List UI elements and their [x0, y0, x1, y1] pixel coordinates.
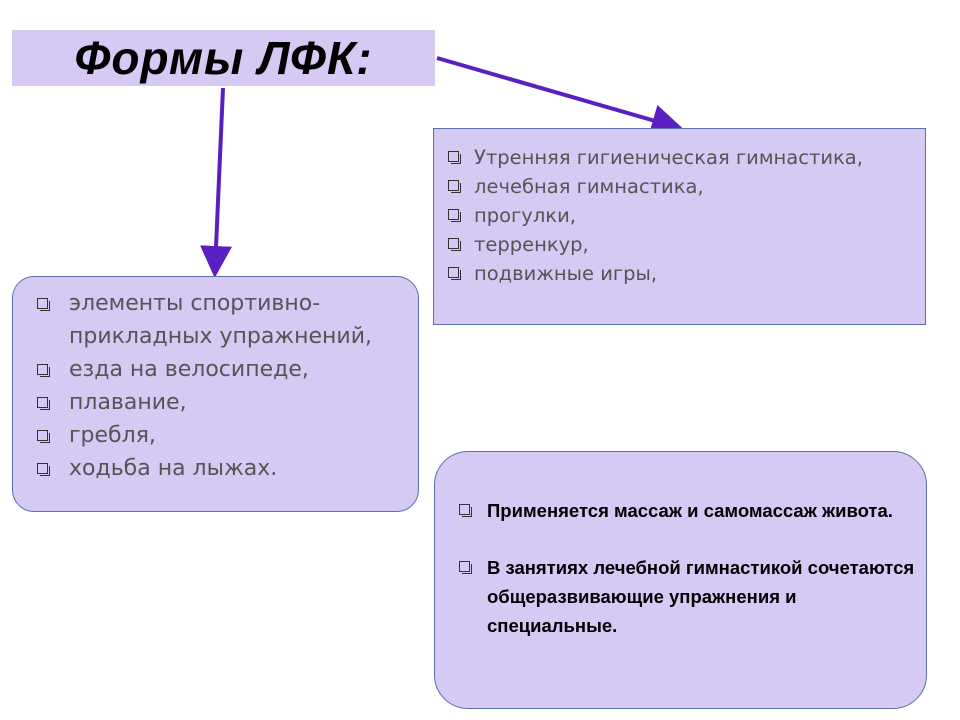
checkbox-bullet-icon [37, 364, 50, 377]
checkbox-bullet-icon [37, 298, 50, 311]
forms-box-top-right: Утренняя гигиеническая гимнастика, лечеб… [433, 128, 926, 325]
list-item: Утренняя гигиеническая гимнастика, [446, 143, 915, 172]
list-item: плавание, [35, 386, 410, 419]
list-item: Применяется массаж и самомассаж живота. [457, 496, 916, 525]
forms-box-left: элементы спортивно-прикладных упражнений… [12, 276, 419, 512]
checkbox-bullet-icon [448, 209, 461, 222]
list-item: ходьба на лыжах. [35, 452, 410, 485]
list-item: элементы спортивно-прикладных упражнений… [35, 287, 410, 353]
list-item: В занятиях лечебной гимнастикой сочетают… [457, 553, 916, 640]
checkbox-bullet-icon [37, 397, 50, 410]
list-item: терренкур, [446, 230, 915, 259]
checkbox-bullet-icon [459, 504, 472, 517]
notes-box-bottom-right: Применяется массаж и самомассаж живота. … [434, 451, 927, 709]
checkbox-bullet-icon [448, 180, 461, 193]
title-box: Формы ЛФК: [12, 30, 435, 86]
list-item: гребля, [35, 419, 410, 452]
checkbox-bullet-icon [448, 151, 461, 164]
list-item: подвижные игры, [446, 259, 915, 288]
arrow-to-right-box [436, 56, 684, 136]
checkbox-bullet-icon [37, 430, 50, 443]
arrow-to-left-box [200, 87, 233, 278]
checkbox-bullet-icon [448, 267, 461, 280]
checkbox-bullet-icon [459, 561, 472, 574]
list-item: лечебная гимнастика, [446, 172, 915, 201]
list-item: езда на велосипеде, [35, 353, 410, 386]
diagram-title: Формы ЛФК: [74, 32, 373, 84]
checkbox-bullet-icon [37, 463, 50, 476]
checkbox-bullet-icon [448, 238, 461, 251]
list-item: прогулки, [446, 201, 915, 230]
